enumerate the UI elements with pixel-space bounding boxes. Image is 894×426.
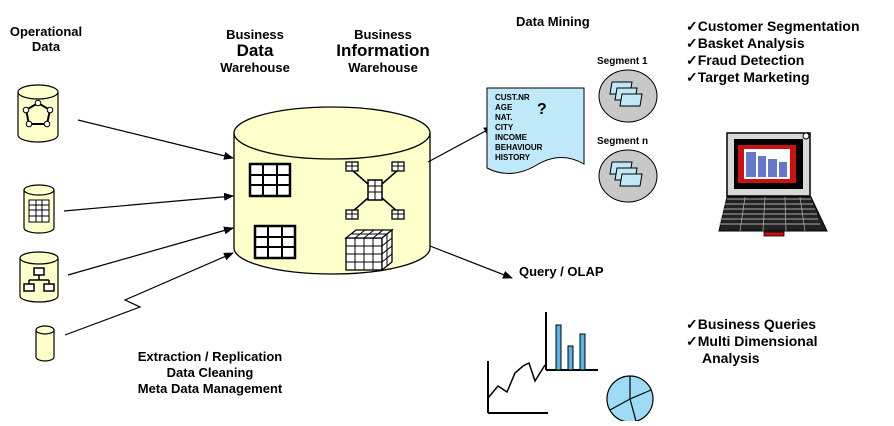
biw-line2: Information: [336, 41, 430, 60]
data-mining-title: Data Mining: [516, 14, 590, 29]
extraction-line1: Extraction / Replication: [137, 349, 283, 364]
mining-applications-list: ✓Customer Segmentation ✓Basket Analysis …: [686, 18, 860, 86]
list-item: ✓Customer Segmentation: [686, 18, 860, 35]
customer-record-document-icon: [486, 87, 585, 174]
check-icon: ✓: [686, 69, 698, 85]
operational-title-line2: Data: [31, 39, 61, 54]
biw-line1: Business: [354, 27, 412, 42]
bdw-line3: Warehouse: [220, 60, 290, 75]
question-mark: ?: [537, 101, 547, 118]
customer-field-list: CUST.NR AGE NAT. CITY INCOME BEHAVIOUR H…: [495, 93, 542, 163]
customer-field: INCOME: [495, 133, 527, 142]
arrow-warehouse-to-mining: [427, 126, 494, 163]
query-item-label: Multi Dimensional: [697, 333, 818, 349]
business-information-warehouse-title: Business Information Warehouse: [328, 27, 438, 75]
operational-title-line1: Operational: [9, 24, 83, 39]
check-icon: ✓: [686, 316, 698, 332]
extraction-line3: Meta Data Management: [137, 381, 283, 396]
bdw-line1: Business: [226, 27, 284, 42]
query-applications-list: ✓Business Queries ✓Multi Dimensional Ana…: [686, 316, 818, 367]
list-item: ✓Fraud Detection: [686, 52, 860, 69]
relational-table-icon-top: [248, 162, 292, 198]
list-item: ✓Multi Dimensional: [686, 333, 818, 350]
query-olap-title: Query / OLAP: [519, 264, 604, 279]
olap-cube-icon: [344, 228, 394, 272]
customer-field: CITY: [495, 123, 514, 132]
operational-data-title: Operational Data: [6, 24, 86, 54]
list-item: ✓Business Queries: [686, 316, 818, 333]
mining-item-label: Basket Analysis: [697, 35, 805, 51]
customer-field: CUST.NR: [495, 93, 530, 102]
business-data-warehouse-title: Business Data Warehouse: [210, 27, 300, 75]
check-icon: ✓: [686, 35, 698, 51]
biw-line3: Warehouse: [348, 60, 418, 75]
check-icon: ✓: [686, 52, 698, 68]
segment-n-disk: [598, 149, 658, 203]
customer-field: NAT.: [495, 113, 513, 122]
segment-n-label: Segment n: [597, 136, 649, 147]
bdw-line2: Data: [236, 41, 274, 60]
extraction-caption: Extraction / Replication Data Cleaning M…: [105, 349, 315, 397]
laptop-icon: [718, 132, 828, 237]
mining-item-label: Target Marketing: [697, 69, 810, 85]
query-item-label-continued: Analysis: [702, 350, 760, 366]
arrow-network-to-warehouse: [77, 119, 234, 160]
operational-database-icon-table: [23, 184, 55, 234]
operational-database-icon-network: [17, 84, 59, 143]
mining-item-label: Customer Segmentation: [697, 18, 860, 34]
star-schema-icon: [345, 161, 405, 220]
extraction-line2: Data Cleaning: [166, 365, 254, 380]
arrow-replication-lightning: [64, 252, 234, 336]
segment-1-disk: [598, 69, 658, 123]
customer-field: BEHAVIOUR: [495, 143, 543, 152]
line-chart-icon: [487, 361, 548, 414]
list-item: ✓Basket Analysis: [686, 35, 860, 52]
relational-table-icon-bottom: [253, 224, 297, 260]
query-item-label: Business Queries: [697, 316, 817, 332]
check-icon: ✓: [686, 18, 698, 34]
customer-field: HISTORY: [495, 153, 531, 162]
list-item: ✓Target Marketing: [686, 69, 860, 86]
customer-field: AGE: [495, 103, 513, 112]
pie-chart-icon: [606, 375, 654, 423]
mining-item-label: Fraud Detection: [697, 52, 805, 68]
operational-database-icon-small: [35, 325, 55, 362]
arrow-hierarchy-to-warehouse: [67, 226, 234, 276]
arrow-warehouse-to-query: [429, 245, 513, 279]
operational-database-icon-hierarchy: [19, 251, 59, 303]
bar-chart-icon: [545, 312, 598, 371]
segment-1-label: Segment 1: [597, 56, 648, 67]
check-icon: ✓: [686, 333, 698, 349]
arrow-table-to-warehouse: [63, 192, 234, 212]
